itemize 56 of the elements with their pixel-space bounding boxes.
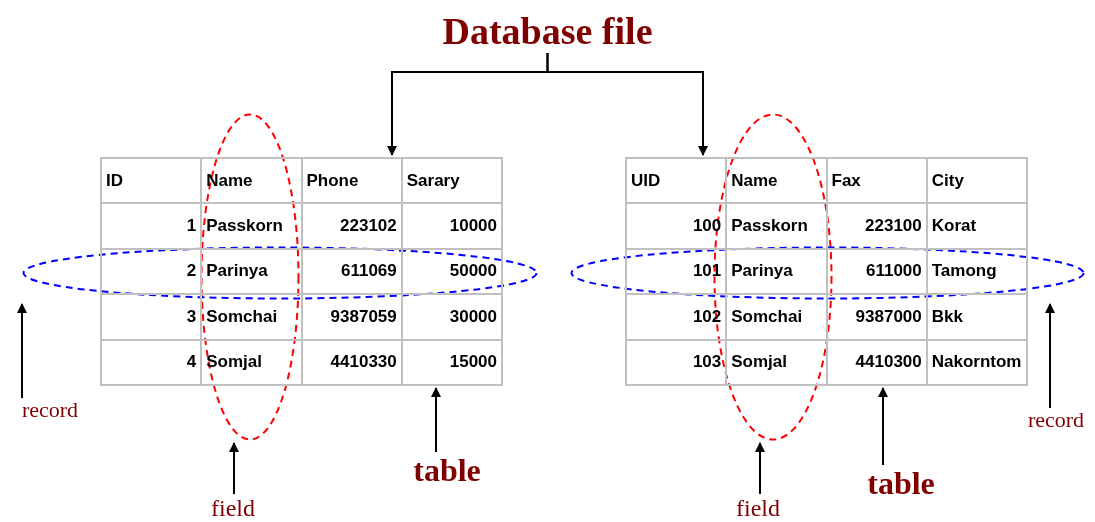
- column-header: Name: [206, 170, 253, 190]
- table-value: 100: [692, 216, 722, 236]
- column-header: ID: [106, 170, 123, 190]
- table-value: 15000: [449, 352, 497, 372]
- table-value: Somchai: [731, 306, 803, 326]
- table-value: 4410300: [855, 352, 922, 372]
- column-header: Fax: [831, 170, 861, 190]
- callout-text: record: [1014, 408, 1095, 432]
- title-text: Database file: [440, 8, 655, 53]
- table-value: Passkorn: [731, 216, 808, 236]
- table-value: 223102: [340, 216, 397, 236]
- table-value: Parinya: [206, 261, 268, 281]
- data-table: [100, 157, 503, 386]
- table-value: 2: [186, 261, 197, 281]
- table-value: Bkk: [931, 306, 963, 326]
- column-header: Name: [731, 170, 778, 190]
- table-value: 103: [692, 352, 722, 372]
- arrow: [431, 387, 441, 453]
- table-value: 10000: [449, 216, 497, 236]
- arrow: [546, 52, 708, 156]
- table-value: 101: [692, 261, 722, 281]
- callout-text: record: [8, 398, 92, 422]
- table-value: Korat: [931, 216, 977, 236]
- table-value: Somjal: [731, 352, 787, 372]
- callout-text: table: [858, 465, 944, 501]
- table-value: 223100: [865, 216, 922, 236]
- table-value: 30000: [449, 306, 497, 326]
- table-value: 1: [186, 216, 197, 236]
- table-value: 102: [692, 306, 722, 326]
- table-value: 3: [186, 306, 197, 326]
- column-header: UID: [631, 170, 661, 190]
- table-value: Somchai: [206, 306, 278, 326]
- table-value: Parinya: [731, 261, 793, 281]
- arrow: [755, 442, 765, 495]
- table-value: Somjal: [206, 352, 262, 372]
- data-table: [625, 157, 1028, 386]
- table-value: Passkorn: [206, 216, 283, 236]
- column-header: Phone: [306, 170, 359, 190]
- column-header: City: [931, 170, 964, 190]
- callout-text: table: [404, 452, 490, 488]
- table-value: 611000: [865, 261, 922, 281]
- table-value: 50000: [449, 261, 497, 281]
- table-value: 4: [186, 352, 197, 372]
- table-value: Nakorntom: [931, 352, 1022, 372]
- table-value: 611069: [340, 261, 397, 281]
- arrow: [229, 442, 239, 495]
- callout-text: field: [728, 494, 788, 522]
- table-value: 9387000: [855, 306, 922, 326]
- table-value: Tamong: [931, 261, 997, 281]
- arrow: [17, 303, 27, 399]
- column-header: Sarary: [406, 170, 460, 190]
- table-value: 9387059: [330, 306, 397, 326]
- arrow: [1045, 303, 1055, 409]
- arrow: [878, 387, 888, 466]
- callout-text: field: [203, 494, 263, 522]
- table-value: 4410330: [330, 352, 397, 372]
